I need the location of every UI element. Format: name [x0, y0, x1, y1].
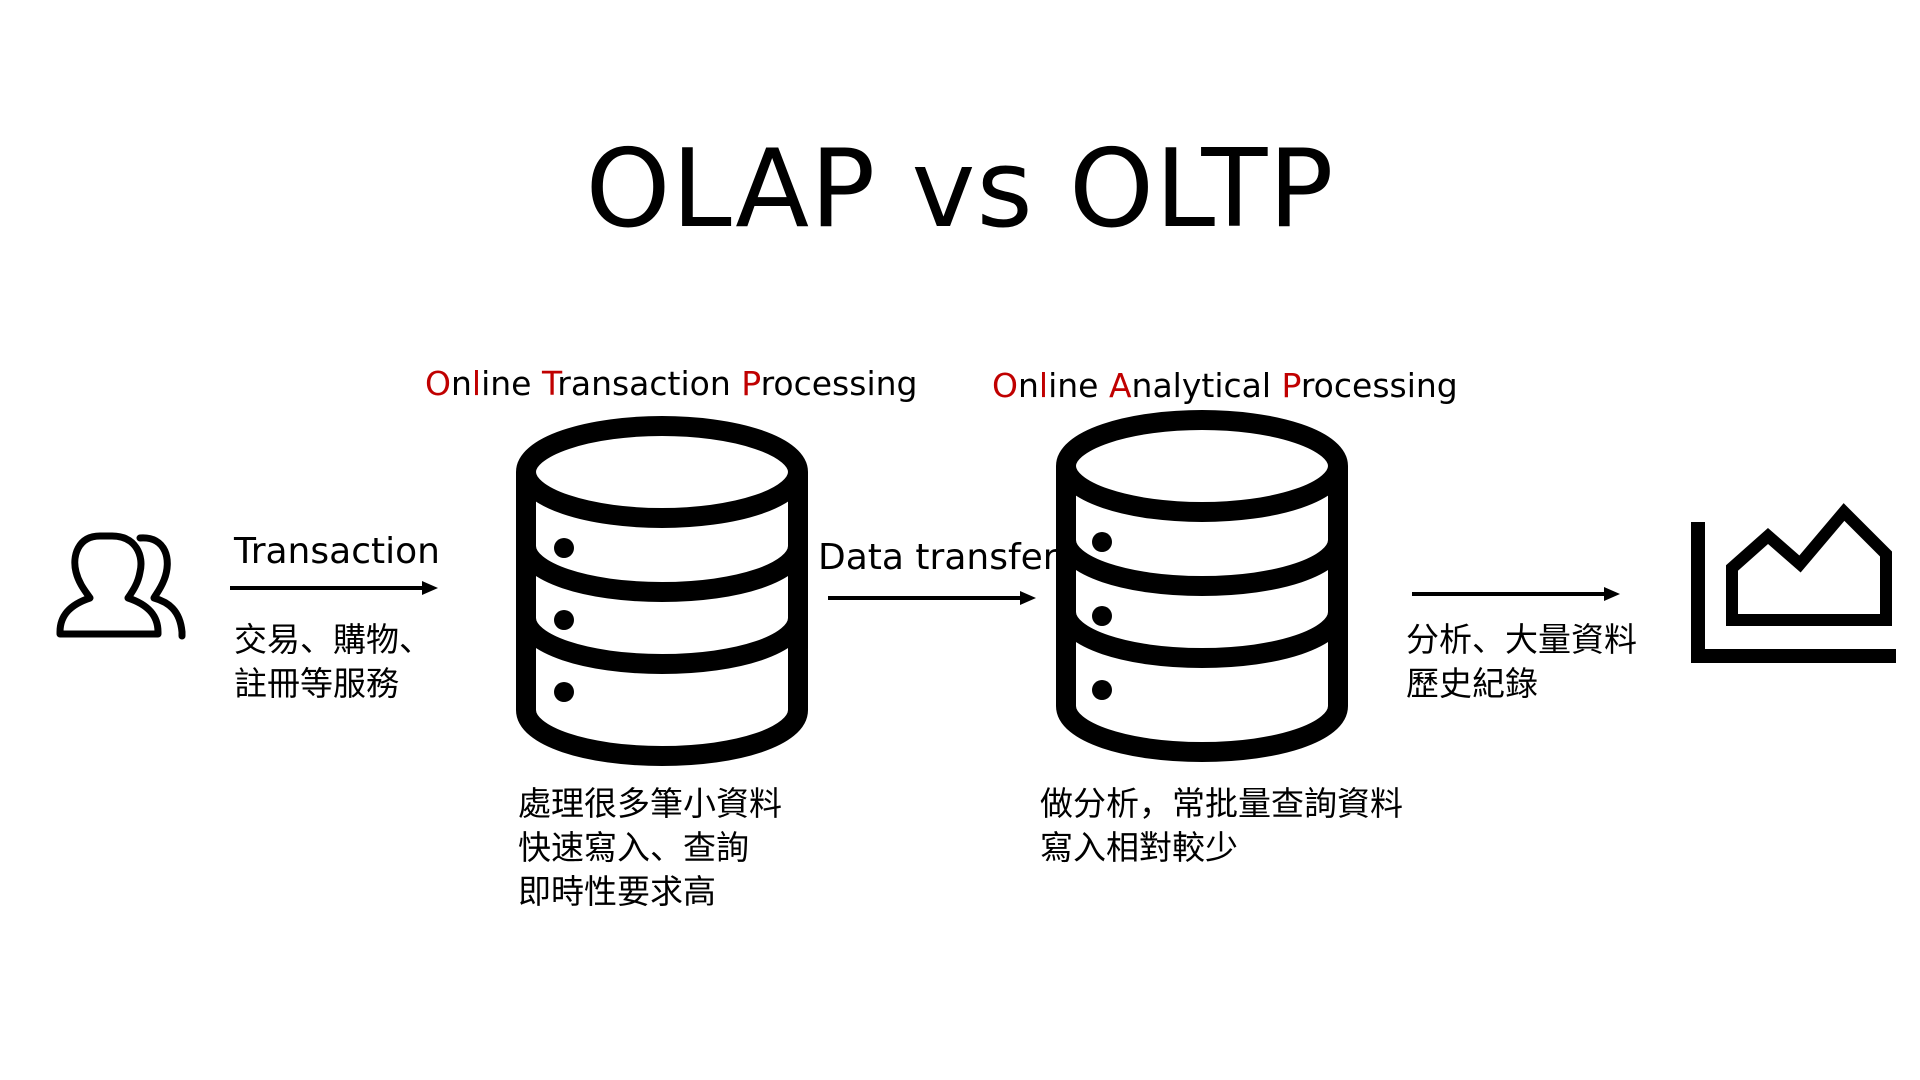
- transaction-arrow: [230, 581, 438, 595]
- olap-heading-segment: ine: [1048, 366, 1109, 405]
- page-title: OLAP vs OLTP: [585, 127, 1335, 252]
- transaction-notes: 交易、購物、 註冊等服務: [234, 620, 432, 703]
- olap-heading-segment: l: [1038, 366, 1049, 405]
- users-icon: [56, 532, 186, 640]
- oltp-heading-segment: P: [741, 364, 761, 403]
- oltp-heading: Online Transaction Processing: [425, 364, 917, 404]
- analysis-notes: 分析、大量資料 歷史紀錄: [1406, 620, 1637, 703]
- analysis-arrow: [1412, 587, 1620, 601]
- oltp-heading-segment: ransaction: [557, 364, 742, 403]
- oltp-notes: 處理很多筆小資料 快速寫入、查詢 即時性要求高: [518, 784, 782, 911]
- area-chart-icon: [1691, 503, 1896, 663]
- data-transfer-arrow: [828, 591, 1036, 605]
- data-transfer-label: Data transfer: [818, 537, 1058, 578]
- oltp-heading-segment: n: [450, 364, 472, 403]
- oltp-heading-segment: T: [541, 364, 558, 403]
- oltp-heading-segment: rocessing: [760, 364, 918, 403]
- database-icon: [1056, 410, 1348, 763]
- oltp-heading-segment: O: [425, 364, 451, 403]
- transaction-label: Transaction: [234, 531, 440, 572]
- database-icon: [516, 416, 808, 767]
- olap-heading-segment: P: [1281, 366, 1301, 405]
- olap-heading: Online Analytical Processing: [992, 366, 1458, 406]
- olap-heading-segment: n: [1017, 366, 1039, 405]
- olap-heading-segment: O: [992, 366, 1018, 405]
- oltp-heading-segment: ine: [481, 364, 542, 403]
- oltp-heading-segment: l: [471, 364, 482, 403]
- olap-notes: 做分析，常批量查詢資料 寫入相對較少: [1040, 784, 1403, 867]
- olap-heading-segment: A: [1108, 366, 1132, 405]
- olap-heading-segment: rocessing: [1300, 366, 1458, 405]
- olap-heading-segment: nalytical: [1131, 366, 1282, 405]
